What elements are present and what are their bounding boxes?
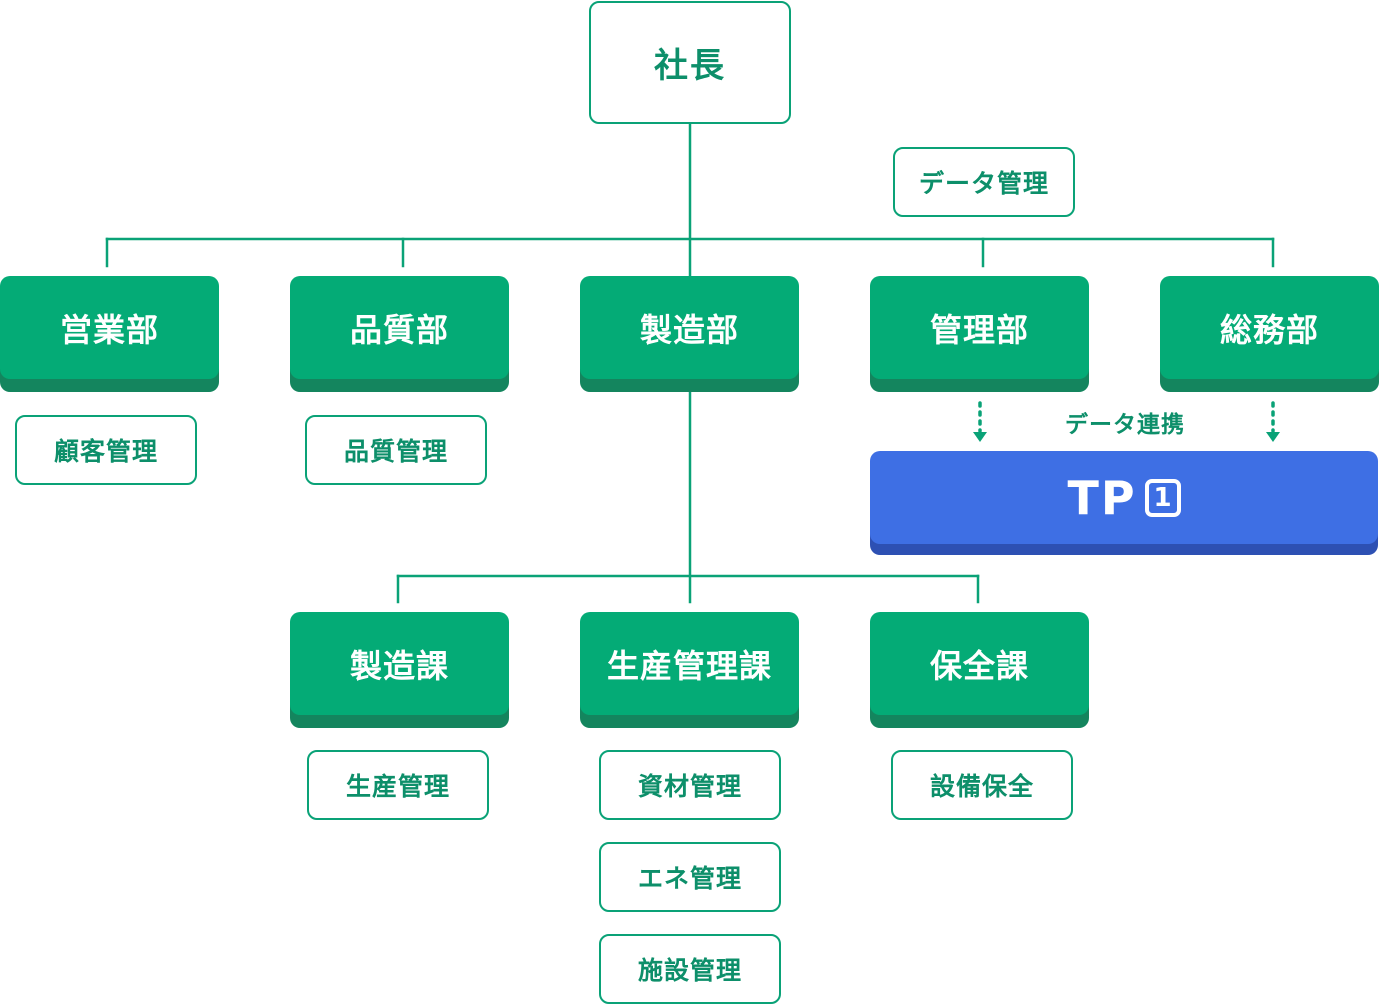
dept-label: 営業部 xyxy=(59,310,159,349)
section-label: 製造課 xyxy=(349,646,449,685)
equipment-maintenance-tag: 設備保全 xyxy=(891,750,1073,820)
tag-label: 資材管理 xyxy=(637,772,742,801)
tp1-logo-text: TP xyxy=(1067,470,1137,525)
tp1-system-bar: TP 1 xyxy=(870,451,1378,544)
dept-label: 総務部 xyxy=(1219,310,1319,349)
ceo-label: 社長 xyxy=(654,46,726,86)
section-production-planning: 生産管理課 xyxy=(580,612,799,715)
dept-administration: 管理部 xyxy=(870,276,1089,379)
arrowhead-left xyxy=(973,432,987,442)
dept-label: 製造部 xyxy=(639,310,739,349)
data-management-tag: データ管理 xyxy=(893,147,1075,217)
quality-management-tag: 品質管理 xyxy=(305,415,487,485)
section-label: 生産管理課 xyxy=(606,646,772,685)
ceo-box: 社長 xyxy=(589,1,791,124)
dept-manufacturing: 製造部 xyxy=(580,276,799,379)
dept-label: 品質部 xyxy=(349,310,449,349)
section-maintenance: 保全課 xyxy=(870,612,1089,715)
data-management-label: データ管理 xyxy=(918,169,1049,198)
data-link-label: データ連携 xyxy=(1065,412,1185,438)
tp1-logo-digit: 1 xyxy=(1144,478,1181,517)
customer-management-tag: 顧客管理 xyxy=(15,415,197,485)
dept-general-affairs: 総務部 xyxy=(1160,276,1379,379)
section-label: 保全課 xyxy=(929,646,1029,685)
arrowhead-right xyxy=(1266,432,1280,442)
dept-quality: 品質部 xyxy=(290,276,509,379)
dept-sales: 営業部 xyxy=(0,276,219,379)
energy-management-tag: エネ管理 xyxy=(599,842,781,912)
tag-label: エネ管理 xyxy=(637,864,742,893)
tag-label: 品質管理 xyxy=(343,437,448,466)
tag-label: 生産管理 xyxy=(345,772,450,801)
section-production: 製造課 xyxy=(290,612,509,715)
production-management-tag: 生産管理 xyxy=(307,750,489,820)
facility-management-tag: 施設管理 xyxy=(599,934,781,1004)
dept-label: 管理部 xyxy=(929,310,1029,349)
materials-management-tag: 資材管理 xyxy=(599,750,781,820)
tag-label: 施設管理 xyxy=(637,956,742,985)
tag-label: 設備保全 xyxy=(929,772,1034,801)
tag-label: 顧客管理 xyxy=(53,437,158,466)
